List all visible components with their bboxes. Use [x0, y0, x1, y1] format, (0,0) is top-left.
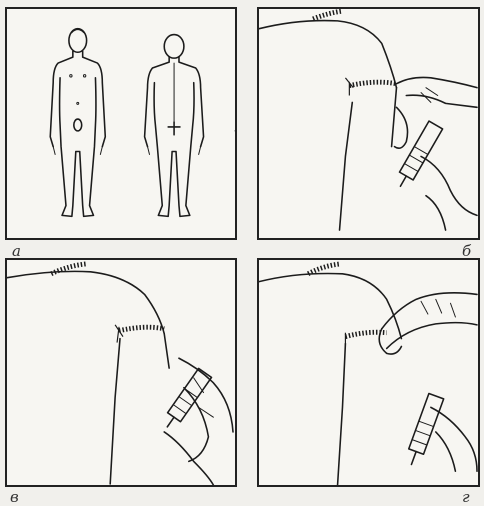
collar	[313, 11, 342, 19]
body-figures-illustration	[7, 9, 235, 238]
panel-g-label: г	[462, 488, 470, 506]
panel-v	[5, 258, 237, 487]
tourniquet-band	[349, 82, 396, 86]
panel-b	[257, 7, 480, 240]
tourniquet-injection-illustration-v	[7, 260, 235, 485]
tourniquet-release-illustration-g	[259, 260, 478, 485]
syringe	[394, 121, 443, 190]
panel-g	[257, 258, 480, 487]
panel-v-label: в	[10, 488, 19, 506]
collar	[308, 264, 339, 274]
syringe	[404, 393, 444, 467]
panel-a	[5, 7, 237, 240]
tourniquet-band	[119, 327, 164, 331]
syringe	[161, 368, 212, 431]
tourniquet-injection-illustration-b	[259, 9, 478, 238]
front-figure	[50, 29, 105, 217]
back-figure	[145, 35, 204, 217]
